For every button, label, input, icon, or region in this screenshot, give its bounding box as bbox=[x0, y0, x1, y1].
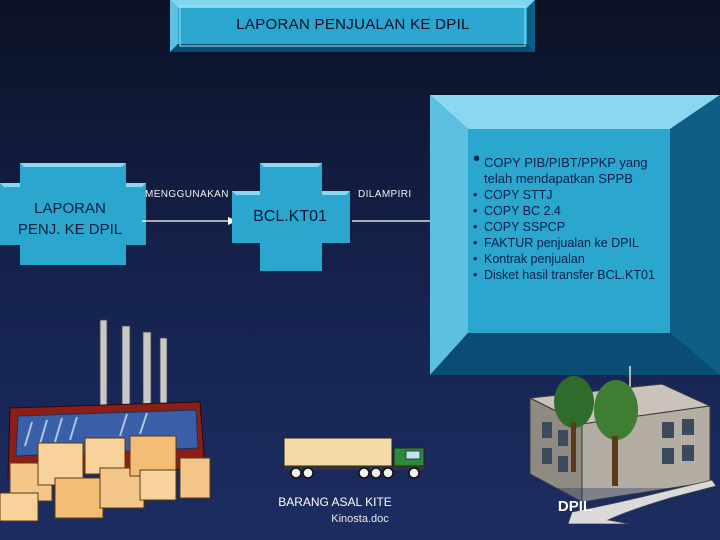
dpil-building-illustration bbox=[512, 366, 720, 524]
list-item: •FAKTUR penjualan ke DPIL bbox=[473, 236, 639, 250]
attachments-panel bbox=[430, 95, 720, 375]
list-item: •COPY SSPCP bbox=[473, 220, 566, 234]
arrow-uses bbox=[142, 217, 237, 225]
dpil-label: DPIL bbox=[557, 498, 593, 515]
source-node-shape bbox=[0, 163, 146, 265]
source-node-line2: PENJ. KE DPIL bbox=[17, 221, 123, 238]
bullet-icon: • bbox=[473, 268, 478, 282]
bullet-icon: • bbox=[473, 188, 478, 202]
truck-illustration bbox=[283, 437, 425, 479]
bullet-icon: • bbox=[473, 252, 478, 266]
source-node-line1: LAPORAN bbox=[34, 200, 106, 217]
title-banner bbox=[170, 0, 535, 52]
center-node-label: BCL.KT01 bbox=[253, 208, 327, 225]
bullet-icon: • bbox=[473, 148, 481, 170]
attachments-list: •COPY PIB/PIBT/PPKP yang telah mendapatk… bbox=[470, 148, 675, 283]
factory-illustration bbox=[0, 319, 211, 522]
arrow-attached-label: DILAMPIRI bbox=[358, 189, 412, 200]
arrow-uses-label: MENGGUNAKAN bbox=[145, 189, 229, 200]
list-item: •COPY STTJ bbox=[473, 188, 553, 202]
bullet-icon: • bbox=[473, 220, 478, 234]
list-item: •Kontrak penjualan bbox=[473, 252, 585, 266]
list-item: •COPY PIB/PIBT/PPKP yang telah mendapatk… bbox=[473, 148, 648, 186]
bullet-icon: • bbox=[473, 204, 478, 218]
list-item: •Disket hasil transfer BCL.KT01 bbox=[473, 268, 655, 282]
center-node-shape bbox=[232, 163, 350, 271]
source-node-label: LAPORAN PENJ. KE DPIL bbox=[0, 198, 140, 240]
list-item: •COPY BC 2.4 bbox=[473, 204, 561, 218]
page-title: LAPORAN PENJUALAN KE DPIL bbox=[236, 16, 470, 33]
bullet-icon: • bbox=[473, 236, 478, 250]
truck-label: BARANG ASAL KITE bbox=[278, 495, 392, 509]
truck-source: Kinosta.doc bbox=[331, 513, 389, 525]
